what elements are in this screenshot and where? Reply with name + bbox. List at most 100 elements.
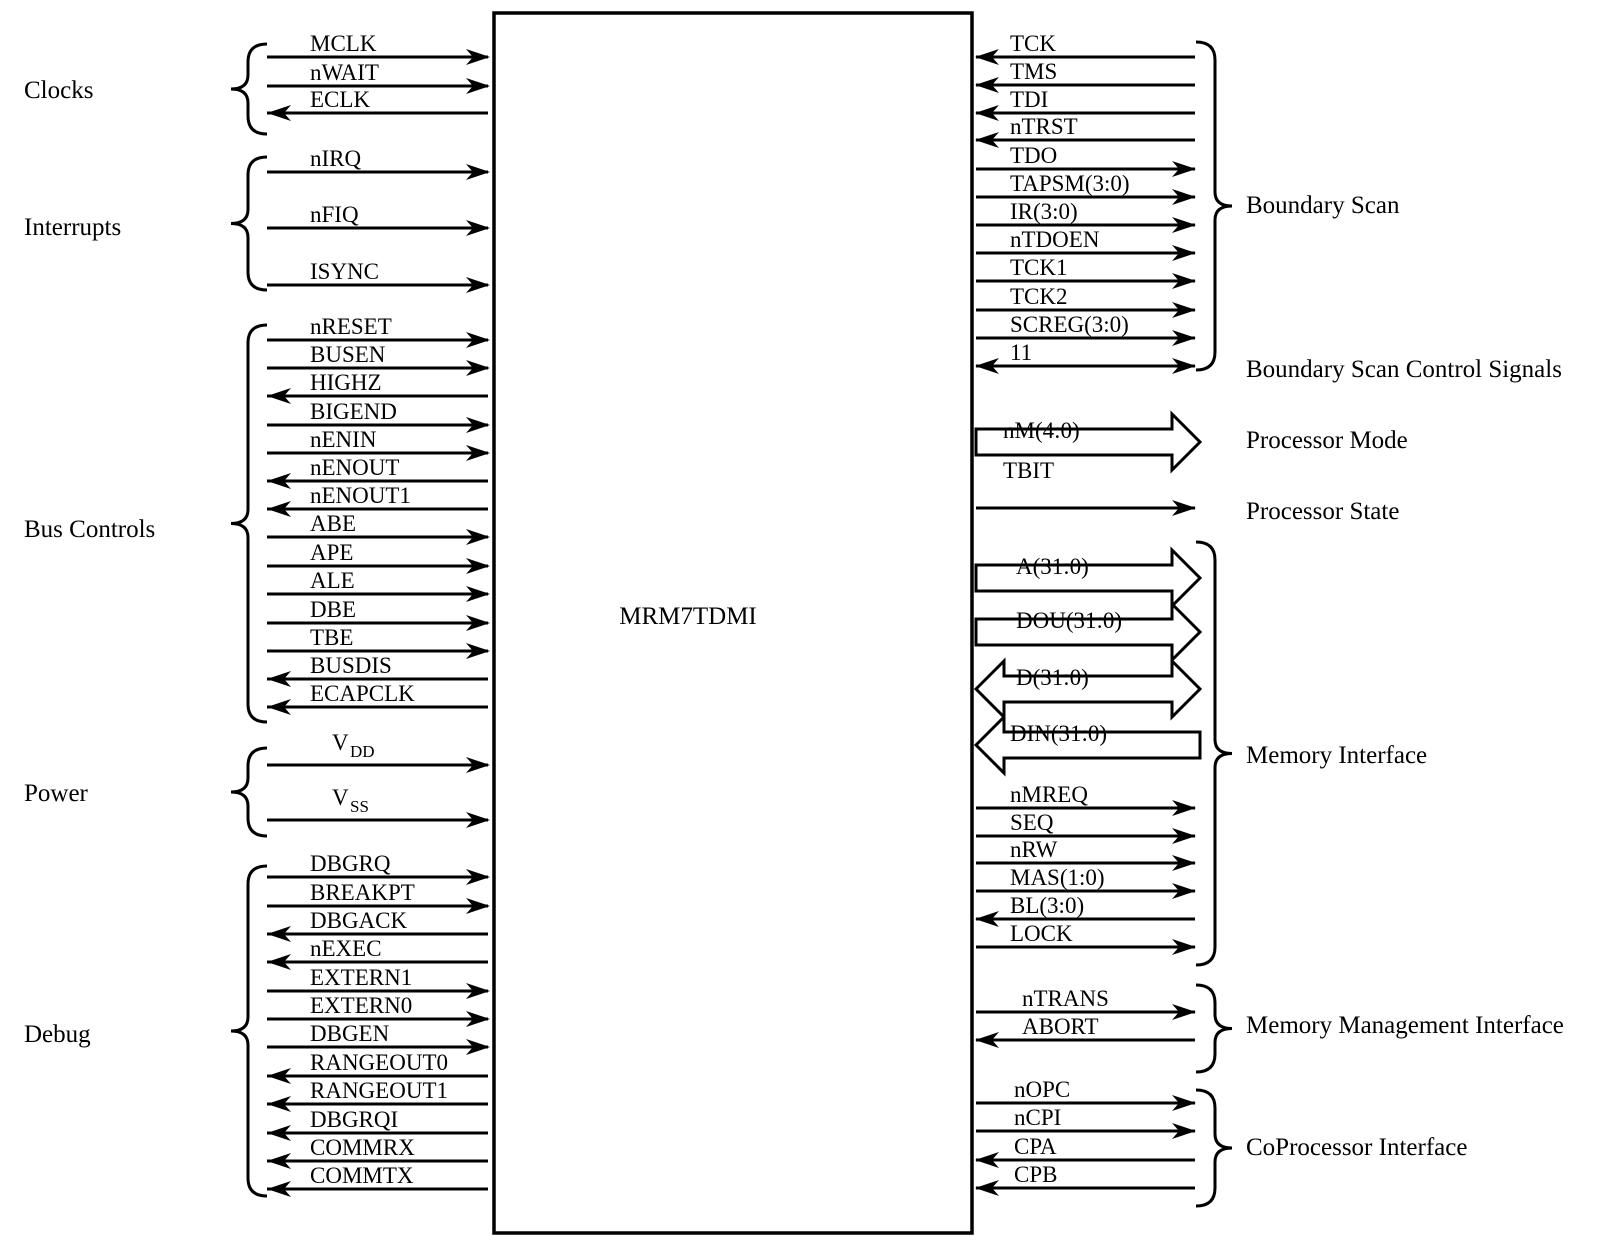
signal-nreset-6: nRESET bbox=[267, 314, 490, 348]
left-signal-group: MCLKnWAITECLKnIRQnFIQISYNCnRESETBUSENHIG… bbox=[267, 31, 490, 1197]
signal-ale-15: ALE bbox=[267, 568, 490, 602]
group-label-coprocessor: CoProcessor Interface bbox=[1246, 1134, 1467, 1161]
arrow-head bbox=[267, 1125, 291, 1141]
group-label-processor-state: Processor State bbox=[1246, 498, 1399, 525]
bus-d-31-0: D(31:0) bbox=[973, 657, 1203, 721]
arrow-head bbox=[1172, 161, 1196, 177]
arrow-head bbox=[975, 1032, 999, 1048]
arrow-head bbox=[466, 445, 490, 461]
bus-din-31-0: DIN(31:0) bbox=[973, 713, 1202, 777]
bus-label: DIN(31:0) bbox=[1010, 721, 1107, 746]
arrow-head bbox=[975, 77, 999, 93]
signal-label: nTDOEN bbox=[1010, 227, 1100, 252]
signal-label: CPA bbox=[1014, 1134, 1057, 1159]
signal-nm-4-0: nM(4:0) bbox=[974, 410, 1203, 474]
signal-busen-7: BUSEN bbox=[267, 342, 490, 376]
signal-nirq-3: nIRQ bbox=[267, 146, 490, 180]
signal-ecapclk-19: ECAPCLK bbox=[267, 681, 488, 715]
right-signal-group: TCKTMSTDInTRSTTDOTAPSM(3:0)IR(3:0)nTDOEN… bbox=[975, 31, 1196, 1196]
arrow-head bbox=[1172, 330, 1196, 346]
arrow-head bbox=[466, 332, 490, 348]
signal-label: RANGEOUT0 bbox=[310, 1050, 448, 1075]
brace-interrupts bbox=[230, 155, 268, 292]
arrow-head bbox=[1172, 1004, 1196, 1020]
signal-mclk-0: MCLK bbox=[267, 31, 490, 65]
brace-memory-management bbox=[1195, 983, 1233, 1074]
signal-label: nRW bbox=[1010, 837, 1058, 862]
signal-commrx-32: COMMRX bbox=[267, 1135, 488, 1169]
arrow-head bbox=[466, 78, 490, 94]
arrow-head bbox=[466, 558, 490, 574]
arrow-head bbox=[975, 911, 999, 927]
arrow-head bbox=[466, 1011, 490, 1027]
signal-label: SEQ bbox=[1010, 810, 1054, 835]
bus-label: D(31:0) bbox=[1016, 665, 1089, 690]
signal-label: COMMTX bbox=[310, 1163, 414, 1188]
group-label-processor-mode: Processor Mode bbox=[1246, 427, 1408, 454]
signal-nopc-20: nOPC bbox=[976, 1077, 1196, 1111]
signal-label: ALE bbox=[310, 568, 355, 593]
group-label-bus-controls: Bus Controls bbox=[24, 516, 155, 543]
signal-label: DBGRQI bbox=[310, 1107, 398, 1132]
group-label-memory-management: Memory Management Interface bbox=[1246, 1012, 1564, 1039]
signal-label: EXTERN0 bbox=[310, 993, 412, 1018]
signal-mas-1-0-15: MAS(1:0) bbox=[976, 865, 1196, 899]
bus-arrow bbox=[974, 410, 1203, 474]
brace-memory-interface bbox=[1195, 540, 1233, 967]
arrow-head bbox=[466, 277, 490, 293]
arrow-head bbox=[466, 164, 490, 180]
group-label-interrupts: Interrupts bbox=[24, 214, 121, 241]
arrow-head bbox=[1172, 273, 1196, 289]
signal-label: TMS bbox=[1010, 59, 1057, 84]
arrow-head bbox=[975, 49, 999, 65]
signal-extern1-26: EXTERN1 bbox=[267, 965, 490, 999]
signal-label: V bbox=[332, 785, 349, 810]
signal-tdi-2: TDI bbox=[975, 87, 1195, 121]
group-label-boundary-scan-control: Boundary Scan Control Signals bbox=[1246, 356, 1562, 383]
signal-extern0-27: EXTERN0 bbox=[267, 993, 490, 1027]
signal-highz-8: HIGHZ bbox=[267, 370, 488, 404]
arrow-head bbox=[1172, 189, 1196, 205]
signal-nenout-11: nENOUT bbox=[267, 455, 488, 489]
arrow-head bbox=[267, 671, 291, 687]
signal-subscript: SS bbox=[350, 797, 369, 816]
signal-dbgack-24: DBGACK bbox=[267, 908, 488, 942]
chip-box bbox=[492, 11, 974, 1235]
signal-nexec-25: nEXEC bbox=[267, 936, 488, 970]
signal-label: nCPI bbox=[1014, 1105, 1061, 1130]
arrow-head bbox=[466, 615, 490, 631]
signal-label: nENOUT1 bbox=[310, 483, 411, 508]
signal-label: DBGACK bbox=[310, 908, 408, 933]
signal-label: TDO bbox=[1010, 143, 1057, 168]
group-label-power: Power bbox=[24, 780, 89, 807]
signal-label: nEXEC bbox=[310, 936, 382, 961]
signal-label: V bbox=[332, 730, 349, 755]
arrow-head bbox=[1172, 1123, 1196, 1139]
signal-label: MCLK bbox=[310, 31, 377, 56]
signal-eclk-2: ECLK bbox=[267, 87, 488, 121]
signal-label: TDI bbox=[1010, 87, 1048, 112]
signal-seq-13: SEQ bbox=[976, 810, 1196, 844]
signal-abe-13: ABE bbox=[267, 511, 490, 545]
bus-signal-group: nM(4:0)TBITA(31:0)DOU(31:0)D(31:0)DIN(31… bbox=[973, 410, 1203, 777]
signal-isync-5: ISYNC bbox=[267, 259, 490, 293]
signal-ntrst-3: nTRST bbox=[975, 114, 1195, 148]
signal-label: ABORT bbox=[1022, 1014, 1099, 1039]
chip-label: MRM7TDMI bbox=[619, 603, 757, 630]
signal-label: nENIN bbox=[310, 427, 377, 452]
signal-label: BUSDIS bbox=[310, 653, 392, 678]
signal-label: EXTERN1 bbox=[310, 965, 412, 990]
arrow-head bbox=[466, 757, 490, 773]
signal-label: nENOUT bbox=[310, 455, 399, 480]
signal-nenin-10: nENIN bbox=[267, 427, 490, 461]
signal-label: TCK bbox=[1010, 31, 1056, 56]
signal-tck1-8: TCK1 bbox=[976, 255, 1196, 289]
signal-subscript: DD bbox=[350, 742, 375, 761]
signal-label: TBE bbox=[310, 625, 353, 650]
bus-arrow bbox=[973, 657, 1203, 721]
signal-busdis-18: BUSDIS bbox=[267, 653, 488, 687]
arrow-head bbox=[466, 869, 490, 885]
signal-label: nFIQ bbox=[310, 202, 359, 227]
arrow-head bbox=[1172, 828, 1196, 844]
